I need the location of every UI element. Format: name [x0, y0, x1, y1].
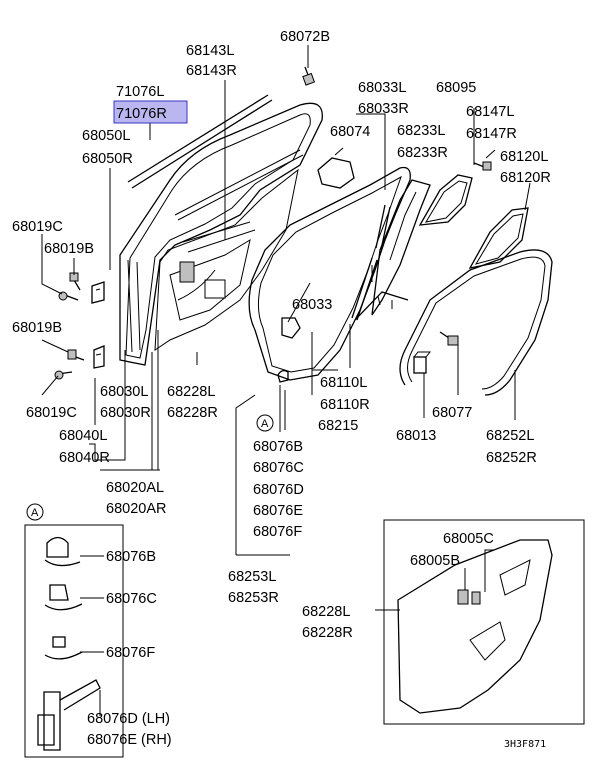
footer-code: 3H3F871: [504, 739, 546, 750]
label-68120L: 68120L: [500, 149, 548, 165]
inset-clips: [24, 503, 124, 758]
inset-label-68076D: 68076D (LH): [87, 711, 170, 727]
label-68076E-main: 68076E: [253, 503, 303, 519]
label-68020AR: 68020AR: [106, 501, 166, 517]
label-68005C: 68005C: [443, 531, 494, 547]
label-68147R: 68147R: [466, 126, 517, 142]
label-68228L-a: 68228L: [167, 384, 215, 400]
label-68033R: 68033R: [358, 101, 409, 117]
label-68095: 68095: [436, 80, 476, 96]
bolt-68019C-upper: [58, 291, 79, 301]
circle-a-main: [256, 414, 274, 432]
quarter-glass-68147: [418, 174, 473, 226]
grommet-68074: [317, 157, 355, 189]
label-68077: 68077: [432, 405, 472, 421]
fastener-68095: [473, 161, 492, 171]
label-68020AL: 68020AL: [106, 480, 164, 496]
window-belt-moldings: [127, 94, 304, 221]
door-weatherstrip-68033: [248, 166, 411, 381]
label-68076B-main: 68076B: [253, 439, 303, 455]
inset-trim-panel: [375, 519, 585, 725]
label-68233L: 68233L: [397, 123, 445, 139]
label-68019B-top: 68019B: [44, 241, 94, 257]
quarter-seal-68120: [468, 207, 529, 269]
label-68030L: 68030L: [100, 384, 148, 400]
label-68076F-main: 68076F: [253, 524, 302, 540]
label-68050R: 68050R: [82, 151, 133, 167]
label-68120R: 68120R: [500, 170, 551, 186]
label-68072B: 68072B: [280, 29, 330, 45]
plug-68215: [277, 369, 289, 383]
label-68233R: 68233R: [397, 145, 448, 161]
label-68228R-b: 68228R: [302, 625, 353, 641]
label-68228R-a: 68228R: [167, 405, 218, 421]
bumper-68013: [413, 351, 432, 374]
label-71076L: 71076L: [116, 84, 164, 100]
label-68030R: 68030R: [100, 405, 151, 421]
highlight-71076R: [113, 100, 188, 124]
hinge-upper: [91, 281, 105, 304]
door-shell: [119, 102, 323, 366]
label-68253L: 68253L: [228, 569, 276, 585]
label-68228L-b: 68228L: [302, 604, 350, 620]
inset-label-68076F: 68076F: [106, 645, 155, 661]
inset-label-68076E: 68076E (RH): [87, 732, 172, 748]
label-68033L: 68033L: [358, 80, 406, 96]
label-68040L: 68040L: [59, 428, 107, 444]
label-68110R: 68110R: [320, 397, 370, 413]
screw-68072B: [302, 66, 316, 86]
label-68110L: 68110L: [320, 375, 367, 391]
label-68147L: 68147L: [466, 104, 514, 120]
label-68050L: 68050L: [82, 128, 130, 144]
label-68019B-lower: 68019B: [12, 320, 62, 336]
bolt-68019B-upper: [69, 272, 81, 291]
clip-68077: [439, 331, 459, 346]
circle-a-inset-letter: A: [31, 507, 39, 519]
inset-label-68076B: 68076B: [106, 549, 156, 565]
label-68252R: 68252R: [486, 450, 537, 466]
bolt-68019C-lower: [54, 370, 73, 380]
label-68076C-main: 68076C: [253, 460, 304, 476]
label-71076R: 71076R: [116, 106, 167, 122]
label-68019C-top: 68019C: [12, 219, 63, 235]
label-68076D-main: 68076D: [253, 482, 304, 498]
label-68019C-lower: 68019C: [26, 405, 77, 421]
sash-68233: [371, 179, 431, 316]
label-68143R: 68143R: [186, 63, 237, 79]
label-68143L: 68143L: [186, 43, 234, 59]
label-68040R: 68040R: [59, 450, 110, 466]
label-68252L: 68252L: [486, 428, 534, 444]
label-68074: 68074: [330, 124, 370, 140]
circle-a-main-letter: A: [261, 418, 269, 430]
label-68253R: 68253R: [228, 590, 279, 606]
label-68033: 68033: [292, 297, 332, 313]
bolt-68019B-lower: [67, 349, 85, 361]
hinge-lower: [93, 345, 105, 369]
leader-lines: [41, 45, 531, 556]
label-68215: 68215: [318, 418, 358, 434]
opening-weatherstrip-68252: [399, 249, 553, 396]
label-68013: 68013: [396, 428, 436, 444]
part-labels: 68143L 68143R 68072B 71076L 71076R 68050…: [12, 29, 551, 750]
molding-68110: [354, 291, 409, 321]
label-68005B: 68005B: [410, 553, 460, 569]
inset-label-68076C: 68076C: [106, 591, 157, 607]
